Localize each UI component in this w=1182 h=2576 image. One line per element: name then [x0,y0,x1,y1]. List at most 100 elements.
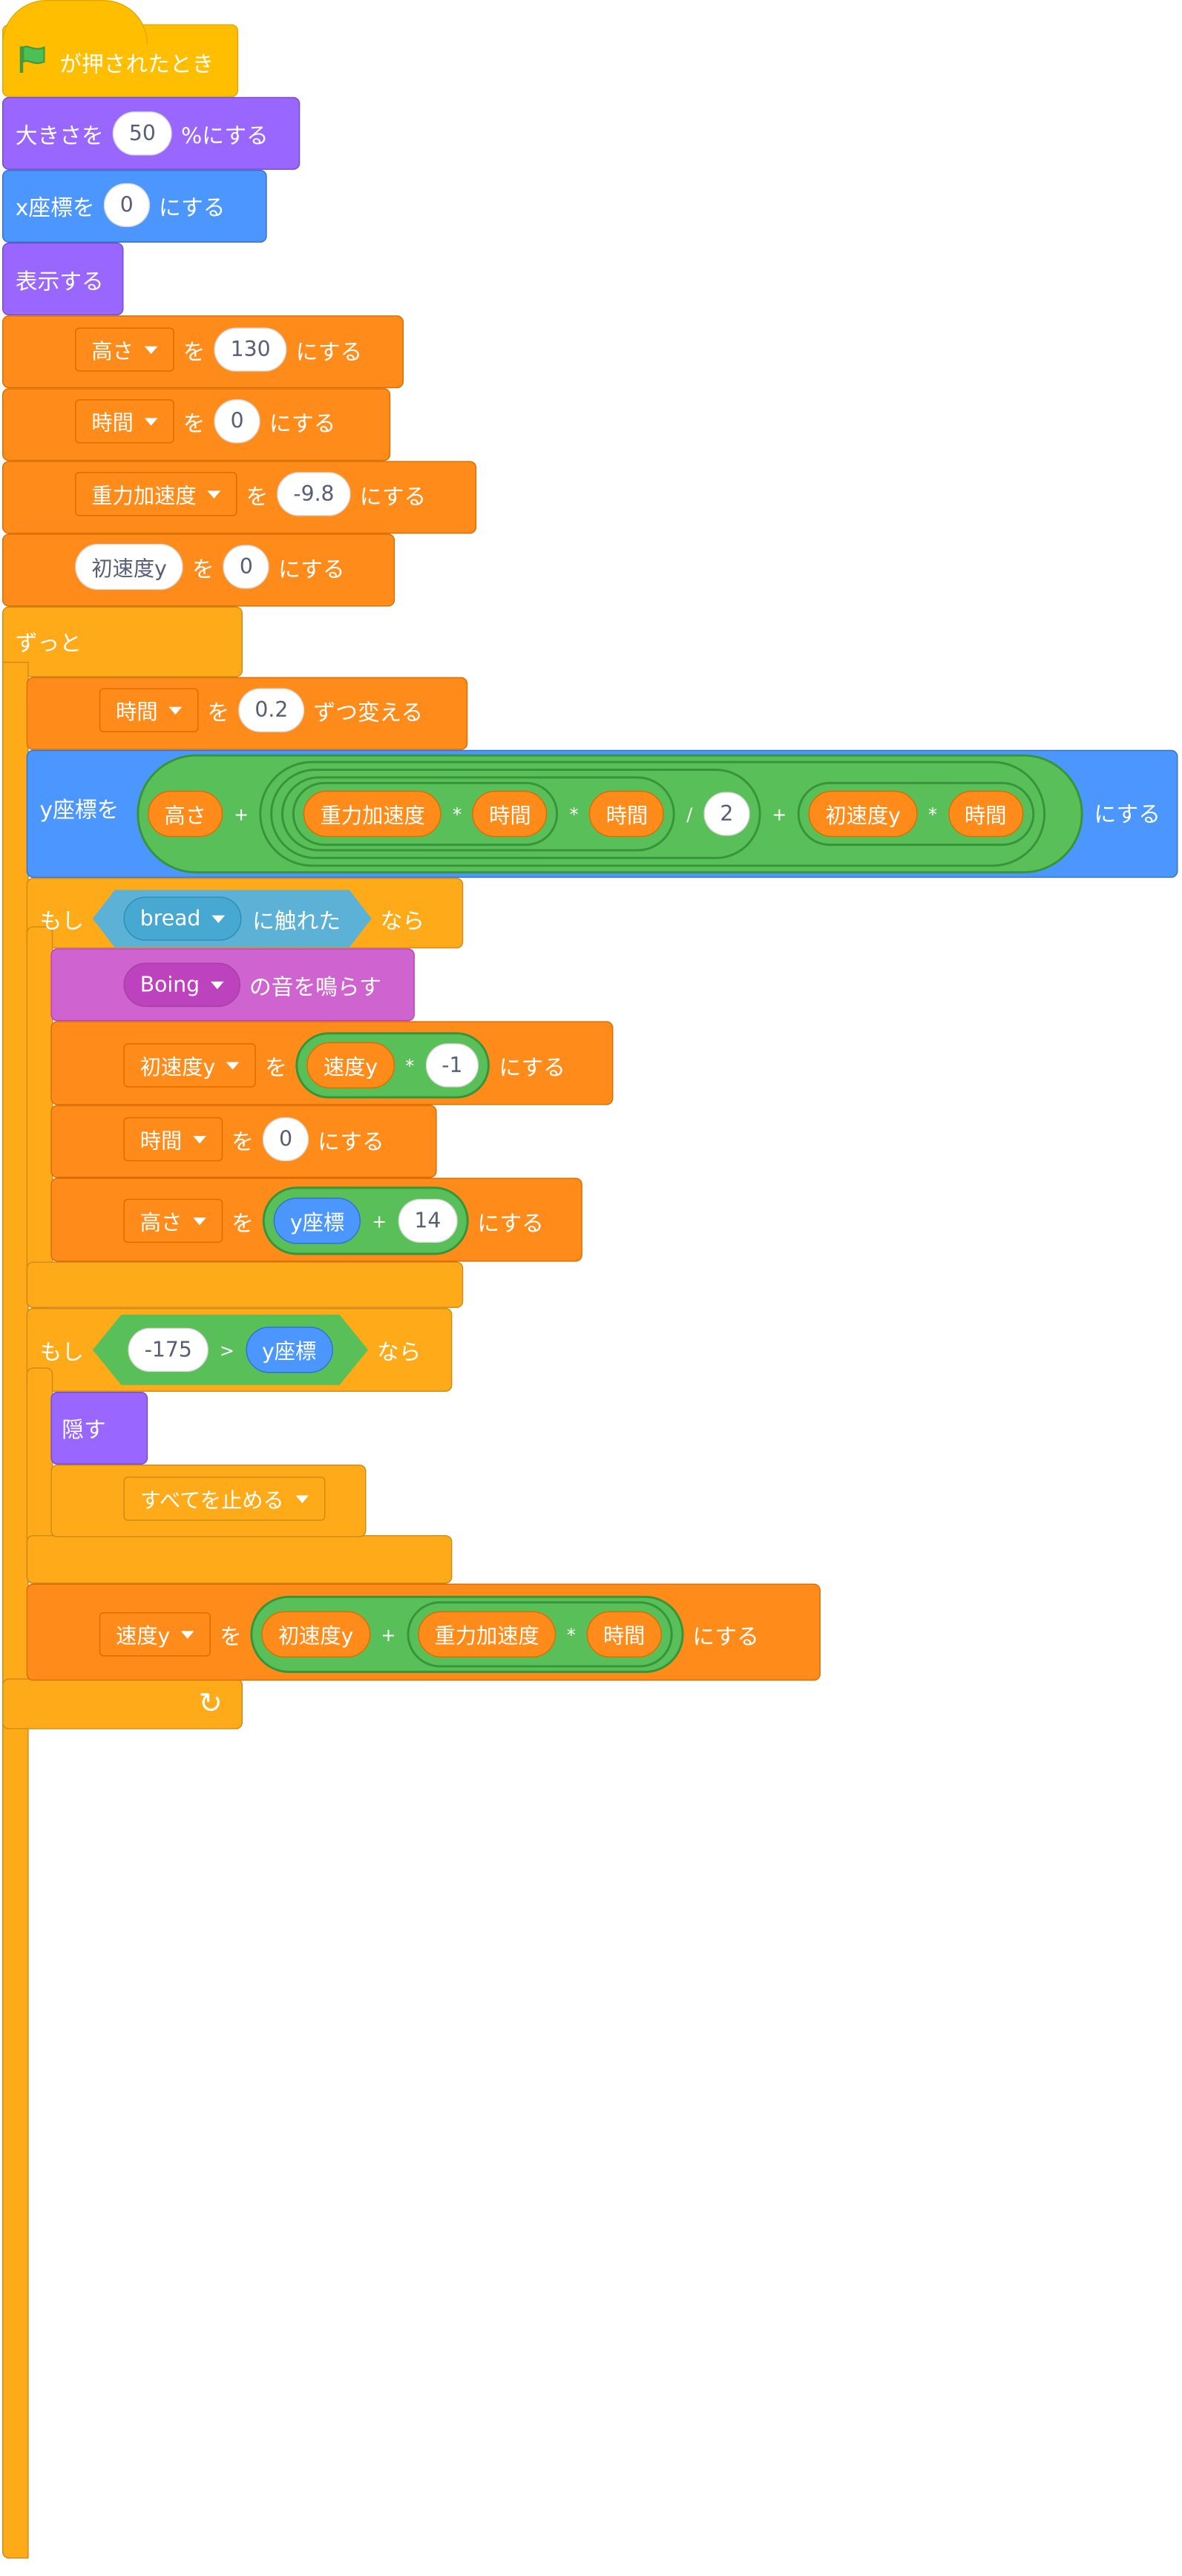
plus-symbol: + [381,1623,396,1645]
set-suffix: にする [269,410,336,436]
if-then: なら [380,907,425,934]
set-height-block[interactable] [1,315,404,389]
set-time-reset-block[interactable] [50,1105,437,1178]
play-sound-suffix: の音を鳴らす [249,973,381,1000]
multiply-symbol: * [405,1054,415,1076]
multiply-operator-inner[interactable]: 重力加速度 * 時間 [292,781,559,847]
divisor-input[interactable]: 2 [703,792,750,836]
v0-var-field[interactable]: 初速度y [75,543,184,591]
set-op: を [232,1209,254,1236]
hat-row: が押されたとき [16,42,214,82]
multiply-operator[interactable]: 重力加速度 * 時間 [407,1601,673,1668]
speed-var-dropdown[interactable]: 速度y [99,1612,211,1657]
sprite-dropdown[interactable]: bread [123,896,241,940]
sound-dropdown[interactable]: Boing [123,962,241,1008]
height-reporter[interactable]: 高さ [148,790,223,838]
multiply-operator-outer[interactable]: 重力加速度 * 時間 * 時間 [281,776,676,852]
time-reporter[interactable]: 時間 [948,790,1023,838]
if-below-bottom [26,1535,453,1584]
v0-value-input[interactable]: 0 [223,545,270,589]
multiply-symbol: * [569,803,579,825]
multiply-operator[interactable]: 速度y * -1 [295,1032,490,1099]
hide-block[interactable] [50,1391,148,1465]
plus-operator-outer[interactable]: 高さ + 重力加速度 * 時間 * 時間 / 2 + 初速度y * [137,754,1083,874]
green-flag-icon[interactable] [16,42,51,82]
loop-arrow-icon: ↻ [198,1687,223,1721]
plus-operator[interactable]: 初速度y + 重力加速度 * 時間 [250,1595,684,1673]
touching-condition[interactable]: bread に触れた [93,890,372,947]
greater-than-condition[interactable]: -175 > y座標 [93,1315,368,1385]
chevron-down-icon [295,1494,309,1503]
stop-dropdown[interactable]: すべてを止める [123,1476,325,1521]
y-position-reporter[interactable]: y座標 [246,1327,333,1373]
gravity-value-input[interactable]: -9.8 [277,472,351,516]
plus-symbol: + [234,803,249,825]
time-var-dropdown[interactable]: 時間 [99,688,199,732]
offset-input[interactable]: 14 [398,1198,458,1243]
gravity-reporter[interactable]: 重力加速度 [418,1611,556,1658]
multiply-symbol: * [453,803,462,825]
time-reporter[interactable]: 時間 [586,1611,662,1658]
time-reporter[interactable]: 時間 [589,790,665,838]
set-op: を [246,482,269,509]
forever-block-top[interactable] [1,606,243,677]
v0-reporter[interactable]: 初速度y [809,790,918,838]
x-value-input[interactable]: 0 [103,183,151,228]
time-value-input[interactable]: 0 [262,1117,309,1162]
chevron-down-icon [193,1135,206,1143]
forever-block-bottom[interactable] [1,1678,243,1729]
chevron-down-icon [211,915,225,922]
set-y-suffix: にする [1094,801,1160,827]
plus-operator-inner[interactable]: 重力加速度 * 時間 * 時間 / 2 + 初速度y * 時間 [259,760,1045,867]
set-suffix: にする [477,1209,544,1236]
height-var-label: 高さ [139,1210,183,1235]
show-block[interactable] [1,243,124,316]
multiply-operator-v0[interactable]: 初速度y * 時間 [798,781,1034,847]
size-value-input[interactable]: 50 [112,111,173,156]
plus-operator[interactable]: y座標 + 14 [262,1186,469,1255]
hat-cap [1,0,148,45]
set-x-prefix: x座標を [15,193,95,220]
chevron-down-icon [226,1061,240,1070]
change-value-input[interactable]: 0.2 [238,688,305,732]
show-label: 表示する [15,268,104,295]
divide-symbol: / [686,803,693,825]
y-position-reporter[interactable]: y座標 [273,1197,361,1244]
touching-label: に触れた [252,907,341,934]
chevron-down-icon [144,417,158,426]
divide-operator[interactable]: 重力加速度 * 時間 * 時間 / 2 [270,769,761,859]
set-v0-block[interactable] [1,533,395,607]
gravity-reporter[interactable]: 重力加速度 [303,790,442,838]
set-op: を [232,1127,254,1154]
set-time-block[interactable] [1,388,391,461]
height-var-label: 高さ [91,339,134,364]
set-suffix: にする [295,338,363,365]
time-var-dropdown[interactable]: 時間 [123,1117,223,1162]
sound-label: Boing [139,973,200,997]
height-value-input[interactable]: 130 [214,327,287,372]
set-x-block[interactable] [1,169,267,243]
set-suffix: にする [692,1623,759,1649]
chevron-down-icon [193,1217,206,1225]
speed-reporter[interactable]: 速度y [306,1042,395,1089]
plus-symbol: + [772,803,787,825]
greater-than-symbol: > [219,1339,234,1361]
plus-symbol: + [372,1210,387,1232]
height-var-dropdown[interactable]: 高さ [75,327,174,372]
v0-reporter[interactable]: 初速度y [261,1611,370,1658]
time-value-input[interactable]: 0 [214,399,260,444]
height-var-dropdown[interactable]: 高さ [123,1198,223,1243]
time-reporter[interactable]: 時間 [472,790,548,838]
set-suffix: にする [499,1054,566,1080]
gravity-var-dropdown[interactable]: 重力加速度 [75,472,237,516]
forever-label: ずっと [15,629,82,657]
v0-var-dropdown[interactable]: 初速度y [123,1043,257,1088]
threshold-input[interactable]: -175 [128,1328,209,1372]
set-op: を [192,555,214,582]
time-var-dropdown[interactable]: 時間 [75,399,174,444]
multiplier-input[interactable]: -1 [425,1043,479,1088]
set-size-suffix: %にする [181,122,269,148]
set-size-prefix: 大きさを [15,122,104,148]
hide-label: 隠す [62,1416,106,1443]
